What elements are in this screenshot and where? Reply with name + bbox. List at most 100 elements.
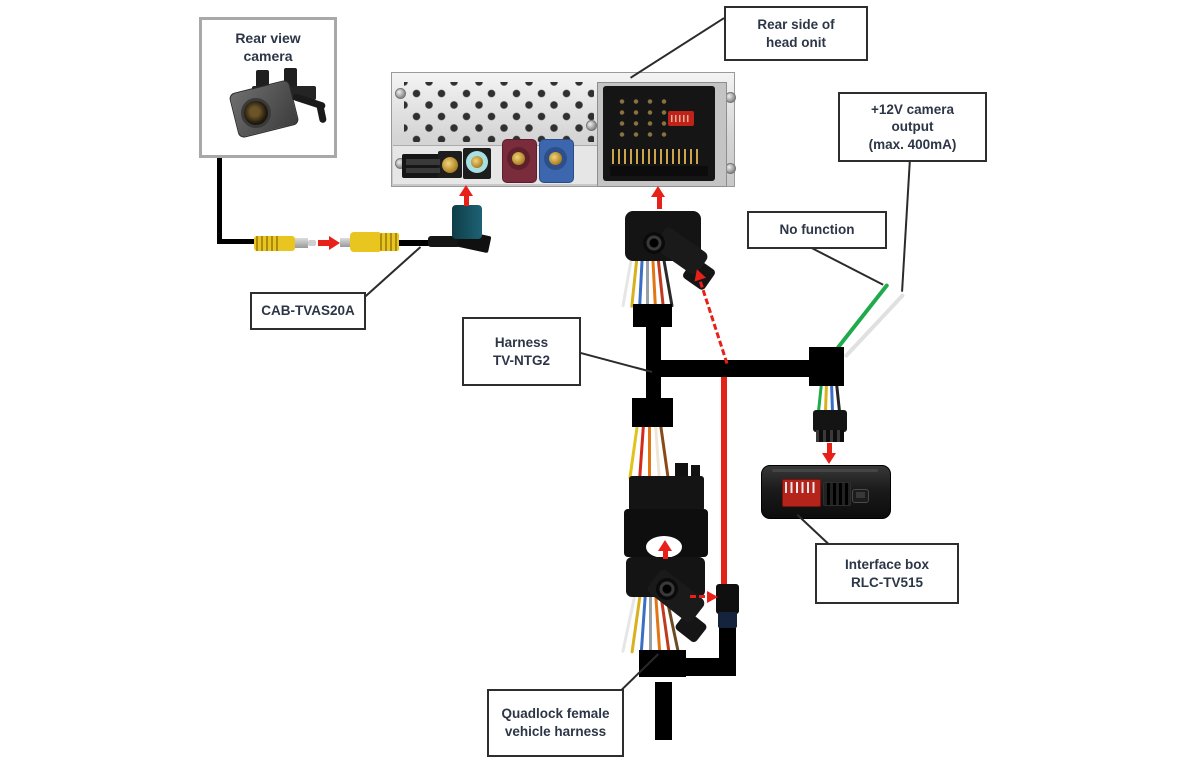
- quadlock-male-connector-top: [629, 476, 704, 511]
- quadlock-label: Quadlock female: [501, 706, 610, 722]
- red-dotted-arrow-right: [690, 591, 718, 603]
- wire-strand: [835, 382, 842, 413]
- rca-male-pin: [308, 240, 316, 246]
- power-connector: [716, 584, 739, 614]
- quadlock-male-tab: [691, 465, 700, 478]
- head-unit-vent-holes: [404, 82, 594, 142]
- harness-junction: [633, 304, 672, 327]
- harness-label: Harness: [494, 334, 549, 350]
- rear-view-camera-label: Rear view: [235, 30, 301, 46]
- wire-strand: [638, 423, 645, 480]
- quadlock-label-box: Quadlock female vehicle harness: [487, 689, 624, 757]
- connect-arrow-right: [318, 240, 329, 246]
- red-dotted-line: [690, 595, 705, 598]
- molex-plug-pins: [816, 430, 844, 442]
- cab-label: CAB-TVAS20A: [261, 303, 355, 319]
- wire-strand: [639, 591, 647, 654]
- fakra-socket-blue-pin: [549, 152, 562, 165]
- quadlock-arrow-up: [657, 196, 662, 209]
- cab-cable-run: [397, 240, 431, 246]
- molex-plug: [813, 410, 847, 432]
- quadlock-arrow-up-head: [651, 186, 665, 197]
- no-function-label-box: No function: [747, 211, 887, 249]
- aux-connector-slot: [406, 159, 440, 165]
- red-dotted-arrow-up: [691, 267, 729, 364]
- harness-junction: [809, 347, 844, 386]
- harness-trunk-horizontal: [652, 360, 814, 377]
- leader-no-function: [807, 245, 884, 286]
- harness-label: TV-NTG2: [492, 352, 550, 368]
- quadlock-socket-red-insert-marks: [671, 115, 691, 122]
- plug-arrow-up: [464, 194, 469, 206]
- interface-box-groove: [772, 469, 878, 472]
- vehicle-harness-riser: [719, 623, 736, 676]
- no-function-label: No function: [779, 222, 855, 238]
- head-unit-label: head onit: [766, 34, 826, 50]
- wire-strand: [816, 382, 823, 413]
- camera-output-label: output: [891, 119, 934, 135]
- rca-male-ribs: [256, 236, 280, 251]
- vehicle-harness-block: [639, 650, 686, 677]
- vehicle-harness-tail: [655, 682, 672, 740]
- quadlock-female-knob: [643, 232, 665, 254]
- interface-box-label: Interface box: [844, 556, 930, 572]
- wire-strand: [659, 423, 670, 480]
- fakra-connector-teal: [452, 205, 482, 239]
- camera-output-label: (max. 400mA): [868, 136, 957, 152]
- interface-output-socket: [823, 482, 851, 506]
- fakra-socket-bordeaux-pin: [512, 152, 525, 165]
- leader-cab: [361, 246, 422, 301]
- vehicle-quadlock-knob: [656, 578, 678, 600]
- rca-male-tip: [295, 238, 308, 248]
- wire-strand: [649, 592, 652, 654]
- camera-cable-run: [217, 141, 222, 242]
- camera-output-label-box: +12V camera output (max. 400mA): [838, 92, 987, 162]
- interface-arrow-down-head: [822, 453, 836, 464]
- vehicle-arrow-up-head: [658, 540, 672, 551]
- quadlock-label: vehicle harness: [504, 724, 607, 739]
- rca-female-ribs: [380, 233, 399, 251]
- screw-icon: [395, 88, 406, 99]
- interface-box-label: RLC-TV515: [850, 574, 923, 590]
- red-dotted-line: [698, 281, 729, 364]
- interface-arrow-down: [827, 443, 832, 454]
- quadlock-socket-slot: [610, 166, 708, 176]
- wire-strand: [648, 424, 651, 480]
- red-dotted-arrow-head: [707, 591, 718, 603]
- leader-harness: [576, 351, 653, 373]
- fakra-socket-camera-pin: [471, 156, 483, 168]
- harness-junction: [632, 398, 673, 427]
- aux-connector-slot: [406, 168, 440, 173]
- aux-connector: [402, 154, 444, 178]
- dip-switch-ticks: [785, 482, 817, 493]
- power-connector-lower: [718, 612, 737, 628]
- vehicle-arrow-up: [663, 549, 668, 559]
- cab-label-box: CAB-TVAS20A: [250, 292, 366, 330]
- head-unit-label-box: Rear side of head onit: [724, 6, 868, 61]
- interface-box-label-box: Interface box RLC-TV515: [815, 543, 959, 604]
- wire-strand: [830, 382, 835, 414]
- cab-cable-mold: [428, 236, 460, 247]
- red-wire: [721, 372, 727, 586]
- quadlock-male-tab: [675, 463, 688, 478]
- wire-strand: [646, 252, 649, 308]
- camera-cable-run: [217, 239, 256, 244]
- rca-female-tip: [340, 238, 350, 247]
- camera-output-label: +12V camera: [871, 101, 954, 117]
- leader-12v-output: [901, 157, 911, 292]
- leader-head-unit: [630, 17, 725, 79]
- wire-strand: [823, 382, 828, 414]
- head-unit-label: Rear side of: [757, 16, 835, 32]
- rear-view-camera-label: camera: [243, 48, 293, 65]
- camera-lens-icon: [241, 98, 271, 128]
- fakra-socket-gold-pin: [442, 157, 458, 173]
- screw-icon: [586, 120, 597, 131]
- connect-arrow-right-head: [329, 236, 340, 250]
- harness-label-box: Harness TV-NTG2: [462, 317, 581, 386]
- quadlock-socket-comb: [612, 149, 698, 164]
- plug-arrow-up-head: [459, 185, 473, 196]
- rca-female-jack: [350, 232, 382, 252]
- wire-strand: [628, 423, 639, 480]
- mini-usb-port-inner: [856, 492, 865, 498]
